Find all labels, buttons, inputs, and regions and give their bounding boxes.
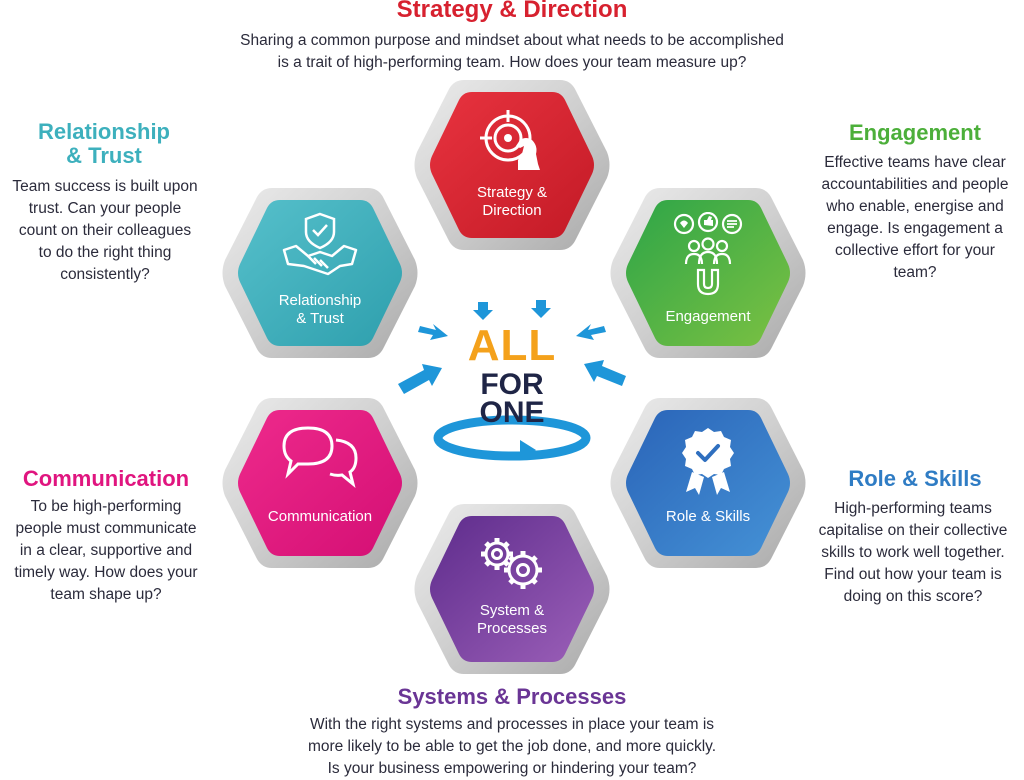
communication-description: To be high-performing people must commun… <box>0 496 212 606</box>
engagement-description: Effective teams have clear accountabilit… <box>806 152 1024 284</box>
description-line: To be high-performing <box>30 498 182 515</box>
systems-title: Systems & Processes <box>397 684 627 709</box>
description-line: consistently? <box>60 266 150 283</box>
role-title: Role & Skills <box>848 466 982 491</box>
description-line: Is your business empowering or hindering… <box>327 760 697 777</box>
description-line: collective effort for your <box>835 242 995 259</box>
description-line: doing on this score? <box>843 588 983 605</box>
relationship-title-line: Relationship <box>37 119 170 144</box>
description-line: Find out how your team is <box>824 566 1002 583</box>
strategy-hexagon: Strategy & Direction <box>412 76 612 254</box>
communication-hex-label: Communication <box>267 508 373 525</box>
role-hexagon: Role & Skills <box>608 394 808 572</box>
relationship-hexagon: Relationship & Trust <box>220 184 420 362</box>
description-line: people must communicate <box>15 520 197 537</box>
description-line: in a clear, supportive and <box>19 542 193 559</box>
engagement-hex-label: Engagement <box>665 308 751 325</box>
hex-label-line: System & <box>479 602 545 619</box>
description-line: Team success is built upon <box>12 178 198 195</box>
description-line: count on their colleagues <box>18 222 192 239</box>
systems-hexagon: System & Processes <box>412 500 612 678</box>
relationship-hex-label: Relationship & Trust <box>220 292 420 328</box>
relationship-title: Relationship & Trust <box>0 120 208 168</box>
description-line: skills to work well together. <box>821 544 1005 561</box>
description-line: Effective teams have clear <box>824 154 1006 171</box>
speech-bubbles-icon <box>282 426 358 488</box>
description-line: team? <box>893 264 937 281</box>
strategy-description: Sharing a common purpose and mindset abo… <box>150 30 874 74</box>
hex-label-line: Direction <box>482 202 542 219</box>
gears-icon <box>481 538 542 589</box>
award-badge-icon <box>682 428 734 495</box>
hex-label-line: Relationship <box>278 292 362 309</box>
hex-label-line: Processes <box>476 620 548 637</box>
inward-arrows-icon <box>398 300 626 461</box>
description-line: who enable, energise and <box>826 198 1004 215</box>
strategy-hex-label: Strategy & Direction <box>412 184 612 220</box>
hex-label-line: & Trust <box>296 310 344 327</box>
engagement-title: Engagement <box>848 120 982 145</box>
engagement-hexagon: Engagement <box>608 184 808 362</box>
role-description: High-performing teams capitalise on thei… <box>802 498 1024 608</box>
all-for-one-center: ALL FOR ONE <box>392 290 632 470</box>
hex-label-line: Strategy & <box>476 184 548 201</box>
handshake-shield-icon <box>282 212 358 276</box>
role-hex-label: Role & Skills <box>665 508 751 525</box>
relationship-description: Team success is built upon trust. Can yo… <box>0 176 210 286</box>
center-for-text: FOR <box>480 368 544 401</box>
center-all-text: ALL <box>467 321 557 370</box>
relationship-title-line: & Trust <box>66 143 142 168</box>
target-chess-knight-icon <box>480 110 540 170</box>
strategy-title: Strategy & Direction <box>396 0 628 23</box>
communication-hexagon: Communication <box>220 394 420 572</box>
systems-hex-label: System & Processes <box>412 602 612 638</box>
description-line: High-performing teams <box>834 500 992 517</box>
description-line: more likely to be able to get the job do… <box>307 738 717 755</box>
strategy-description-line: is a trait of high-performing team. How … <box>277 54 747 71</box>
description-line: timely way. How does your <box>14 564 198 581</box>
description-line: capitalise on their collective <box>818 522 1008 539</box>
description-line: team shape up? <box>50 586 162 603</box>
team-magnet-icon <box>673 212 743 296</box>
description-line: With the right systems and processes in … <box>309 716 715 733</box>
communication-title: Communication <box>22 466 190 491</box>
description-line: engage. Is engagement a <box>827 220 1003 237</box>
systems-description: With the right systems and processes in … <box>220 714 804 780</box>
center-one-text: ONE <box>479 396 545 429</box>
description-line: to do the right thing <box>38 244 172 261</box>
strategy-description-line: Sharing a common purpose and mindset abo… <box>240 32 784 49</box>
description-line: accountabilities and people <box>821 176 1009 193</box>
description-line: trust. Can your people <box>28 200 182 217</box>
